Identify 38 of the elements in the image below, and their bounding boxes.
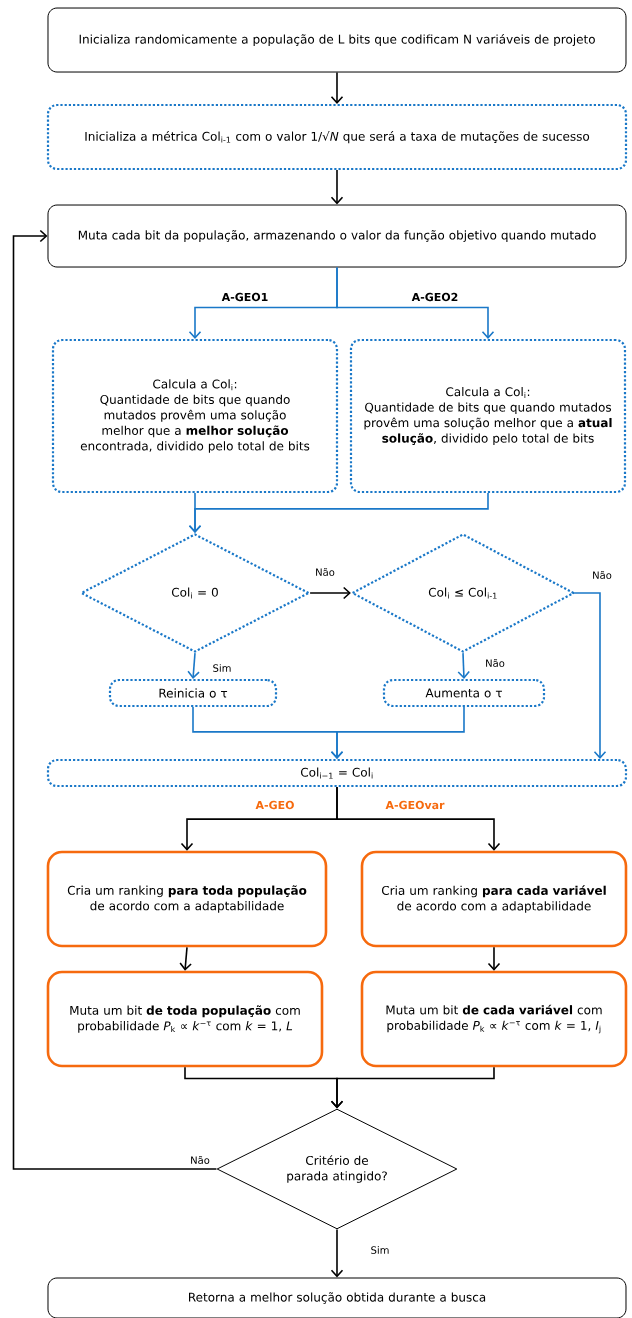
arrow	[330, 71, 344, 104]
arrow	[330, 706, 465, 759]
edge-label: A-GEO	[254, 799, 296, 811]
arrow	[336, 786, 501, 851]
process-box: Muta um bit de toda população com probabilidade P$_{k}$ ∝ k$^{−τ}$ com k = 1, L	[46, 970, 324, 1068]
edge-label: A-GEOvar	[384, 799, 446, 811]
process-box: Inicializa a métrica Col$_{i-1}$ com o valor 1/√N que será a taxa de mutações de sucesso	[46, 103, 628, 171]
arrow	[330, 1228, 344, 1278]
arrow	[188, 492, 489, 533]
arrow	[187, 652, 200, 679]
process-box: Col$_{i−1}$ = Col$_{i}$	[46, 758, 628, 788]
arrow	[457, 652, 470, 679]
edge-label: Não	[314, 567, 336, 577]
process-box: Retorna a melhor solução obtida durante a busca	[47, 1277, 627, 1318]
arrow	[330, 169, 344, 205]
edge-label: Não	[484, 658, 506, 668]
process-box: Cria um ranking para cada variável de acordo com a adaptabilidade	[360, 850, 628, 948]
edge-label: Não	[189, 1155, 211, 1165]
arrow	[336, 266, 495, 339]
arrow	[574, 592, 607, 759]
process-box: Calcula a Col$_{i}$: Quantidade de bits que quando mutados provêm uma solução melhor que a atual solução, dividido pelo total de bits	[349, 338, 627, 494]
process-box: Muta cada bit da população, armazenando o valor da função objetivo quando mutado	[47, 204, 627, 268]
process-box: Reinicia o τ	[108, 678, 278, 708]
process-box: Aumenta o τ	[382, 678, 546, 708]
arrow	[12, 229, 218, 1170]
process-box: Calcula a Col$_{i}$: Quantidade de bits que quando mutados provêm uma solução melhor que a melhor solução encontrada, dividido pelo total de bits	[51, 338, 339, 494]
arrow	[330, 1066, 495, 1109]
edge-label: Sim	[211, 663, 233, 673]
edge-label: Não	[591, 570, 613, 580]
process-box: Cria um ranking para toda população de acordo com a adaptabilidade	[46, 850, 328, 948]
arrow	[309, 586, 351, 600]
edge-label: A-GEO1	[220, 291, 270, 303]
arrow	[179, 946, 192, 971]
edge-label: Sim	[369, 1245, 391, 1255]
process-box: Inicializa randomicamente a população de L bits que codificam N variáveis de projeto	[47, 7, 627, 73]
process-box: Muta um bit de cada variável com probabilidade P$_{k}$ ∝ k$^{−τ}$ com k = 1, I$_{j}$	[360, 970, 628, 1068]
edge-label: A-GEO2	[410, 291, 460, 303]
arrow	[487, 946, 501, 971]
